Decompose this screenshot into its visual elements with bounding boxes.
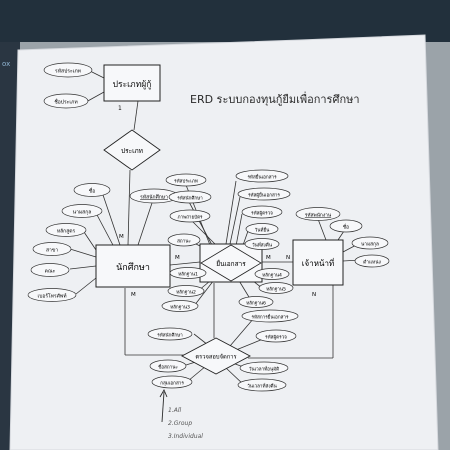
attr-doc-status <box>167 233 201 247</box>
attr-doc-submit-id-label: รหัสยื่นเอกสาร <box>247 174 277 181</box>
attr-type-name-label: ชื่อประเภท <box>54 99 77 106</box>
attr-approval-checker-id <box>255 329 297 343</box>
attr-approval-approved-time <box>239 361 289 375</box>
attr-doc-evidence-3 <box>161 300 199 312</box>
attr-doc-evidence-5 <box>258 282 294 294</box>
attr-officer-position-label: ตำแหน่ง <box>363 260 381 266</box>
attr-approval-approved-time-label: วันเวลาที่อนุมัติ <box>249 366 279 373</box>
attr-student-firstname <box>73 183 111 197</box>
attr-doc-checker-id-label: รหัสผู้ตรวจ <box>251 210 273 217</box>
cardinality-approval-m: M <box>131 292 136 298</box>
relationship-approval <box>181 337 251 375</box>
attr-officer-id-label: รหัสพนักงาน <box>305 213 332 219</box>
attr-doc-evidence-1-label: หลักฐาน1 <box>178 271 198 278</box>
attr-approval-status-name-label: ชื่อสถานะ <box>158 364 178 371</box>
attr-officer-lastname-label: นามสกุล <box>361 242 379 248</box>
attr-approval-returned-time-label: วันเวลาที่ส่งคืน <box>247 383 277 390</box>
cardinality-type-many: M <box>119 234 124 240</box>
entity-document-diamond <box>200 244 262 282</box>
entity-borrower-type <box>103 64 161 102</box>
attr-student-curriculum-label: หลักสูตร <box>57 229 76 235</box>
attr-type-name <box>43 93 89 109</box>
attr-approval-status-name <box>149 359 187 373</box>
entity-document <box>199 243 263 283</box>
attr-doc-submitter-id-label: รหัสผู้ยื่นเอกสาร <box>248 192 280 199</box>
attr-doc-photo-label: ภาพถ่ายบัตร <box>177 214 203 221</box>
attr-officer-position <box>354 254 390 268</box>
attr-student-id-label: รหัสนักศึกษา <box>140 194 168 201</box>
attr-student-phone-label: เบอร์โทรศัพท์ <box>37 293 66 300</box>
attr-doc-photo <box>169 209 211 223</box>
attr-officer-firstname-label: ชื่อ <box>343 224 349 231</box>
attr-doc-checker-id <box>241 205 283 219</box>
attr-doc-submitter-id <box>237 187 291 201</box>
attr-approval-doc-group-label: กลุ่มเอกสาร <box>160 381 184 387</box>
attr-student-phone <box>27 288 77 302</box>
attr-doc-type-id-label: รหัสประเภท <box>174 178 198 185</box>
entity-officer <box>292 239 344 286</box>
attr-doc-evidence-2-label: หลักฐาน2 <box>176 289 196 296</box>
attr-doc-submit-date <box>245 223 279 235</box>
attr-doc-submit-date-label: วันที่ยื่น <box>255 227 270 234</box>
diagram-title: ERD ระบบกองทุนกู้ยืมเพื่อการศึกษา <box>190 91 360 106</box>
attr-student-firstname-label: ชื่อ <box>89 188 95 195</box>
note-line-1: 1.All <box>168 407 181 414</box>
attr-doc-evidence-2 <box>167 285 205 297</box>
attr-officer-id <box>295 207 341 221</box>
paper-edge <box>9 34 439 450</box>
attr-approval-checker-id-label: รหัสผู้ตรวจ <box>265 334 287 341</box>
attr-student-faculty <box>30 263 70 277</box>
attr-doc-evidence-4 <box>254 268 290 280</box>
attr-officer-lastname <box>351 236 389 250</box>
note-line-2: 2.Group <box>168 420 192 427</box>
attr-doc-return-date-label: วันที่ส่งคืน <box>252 242 273 249</box>
cardinality-officer-n: N <box>286 255 290 261</box>
attr-type-id <box>43 62 93 78</box>
note-arrow <box>159 388 168 423</box>
attr-officer-firstname <box>329 219 363 233</box>
attr-doc-student-id <box>168 190 212 204</box>
attr-doc-return-date <box>244 238 280 250</box>
attr-doc-evidence-3-label: หลักฐาน3 <box>170 304 190 311</box>
attr-student-faculty-label: คณะ <box>45 269 56 275</box>
attr-approval-student-id-label: รหัสนักศึกษา <box>157 332 183 339</box>
relationship-type <box>103 129 161 171</box>
attr-student-major <box>32 242 72 256</box>
attr-doc-type-id <box>165 173 207 187</box>
attr-doc-evidence-1 <box>169 267 207 279</box>
paper-sheet <box>10 35 438 450</box>
cardinality-approval-n: N <box>312 292 316 298</box>
cardinality-document-many: M <box>266 255 271 261</box>
attr-approval-doc-group <box>151 375 193 389</box>
attr-approval-submit-id-label: รหัสการยื่นเอกสาร <box>252 314 289 321</box>
attr-approval-submit-id <box>241 309 299 323</box>
attr-doc-evidence-5-label: หลักฐาน5 <box>266 286 286 293</box>
cardinality-student-many: M <box>175 255 180 261</box>
corner-label: ox <box>2 60 10 68</box>
attr-student-lastname-label: นามสกุล <box>73 210 92 216</box>
entity-document-label: ยื่นเอกสาร <box>216 259 246 268</box>
relationship-approval-label: ตรวจสอบจัดการ <box>195 353 236 361</box>
attr-doc-evidence-6-label: หลักฐาน6 <box>246 300 266 307</box>
attr-doc-evidence-6 <box>238 296 274 308</box>
entity-borrower-type-label: ประเภทผู้กู้ <box>113 79 152 90</box>
entity-student <box>95 244 171 288</box>
entity-officer-label: เจ้าหน้าที่ <box>302 257 334 268</box>
attr-type-id-label: รหัสประเภท <box>55 69 81 75</box>
attr-doc-evidence-4-label: หลักฐาน4 <box>262 272 282 279</box>
attr-doc-submit-id <box>235 169 289 183</box>
attr-student-lastname <box>61 204 103 218</box>
note-line-3: 3.Individual <box>168 433 203 440</box>
entity-student-label: นักศึกษา <box>116 262 150 273</box>
monitor-bezel <box>0 0 450 42</box>
attr-approval-student-id <box>147 327 193 341</box>
relationship-type-label: ประเภท <box>121 147 143 155</box>
attr-student-major-label: สาขา <box>46 248 58 254</box>
attr-approval-returned-time <box>237 378 287 392</box>
cardinality-type-one: 1 <box>118 105 122 112</box>
attr-student-curriculum <box>45 223 87 237</box>
attr-doc-status-label: สถานะ <box>177 239 191 245</box>
attr-doc-student-id-label: รหัสนักศึกษา <box>177 195 203 202</box>
